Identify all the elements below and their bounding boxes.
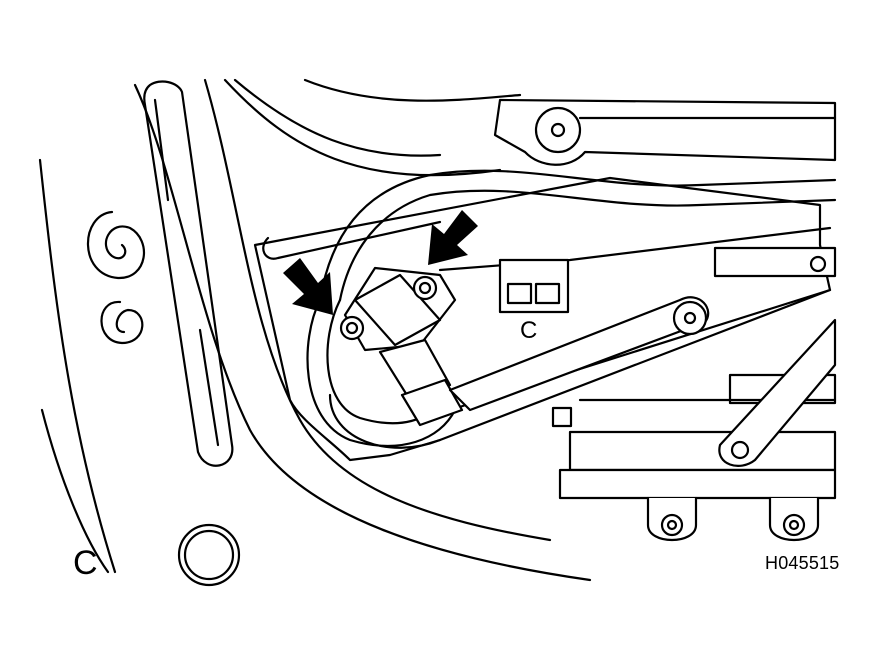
arrow-icon-left	[283, 258, 333, 315]
seat-track-frame	[551, 246, 837, 500]
mount-tab-right	[768, 496, 820, 542]
link-arm-top	[493, 98, 837, 166]
round-plug	[177, 523, 241, 587]
wire-harness-outer	[306, 298, 457, 447]
label-c-left: C	[73, 544, 98, 582]
sensor-bolt-right	[412, 275, 438, 301]
label-c-center: C	[520, 317, 537, 344]
figure-code: H045515	[765, 553, 840, 573]
rail-slot-lower	[198, 328, 220, 447]
bracket-edge	[438, 226, 832, 272]
slotted-rail	[143, 80, 234, 467]
body-panel-lines	[38, 78, 592, 582]
harness-clip	[328, 393, 442, 449]
wire-harness-top	[318, 169, 837, 302]
rail-slot-upper	[153, 98, 170, 202]
arrow-icon-right	[428, 210, 478, 265]
spiral-grommet	[86, 210, 146, 280]
small-grommet	[100, 300, 144, 345]
connector-box	[498, 258, 570, 314]
sensor-bolt-left	[339, 315, 365, 341]
round-plug-inner	[183, 529, 235, 581]
diagonal-lever	[448, 296, 710, 412]
angled-arm	[718, 318, 837, 467]
bracket-slot	[262, 220, 442, 260]
mount-tab-left	[646, 496, 698, 542]
